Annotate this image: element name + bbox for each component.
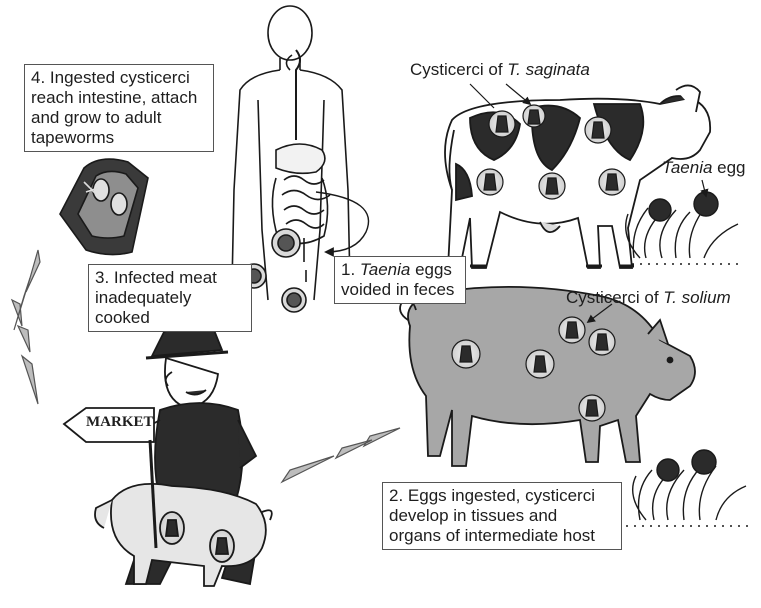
pig-label-species: T. solium [663,288,730,307]
step-4-label: 4. Ingested cysticerci reach intestine, … [24,64,214,152]
step-3-line-1: 3. Infected meat [95,268,245,288]
step-3-line-2: inadequately cooked [95,288,245,328]
step-1-rest: eggs [410,260,452,279]
market-sign-text: MARKET [86,414,154,431]
egg-label-genus: Taenia [662,158,712,177]
step-4-line-3: and grow to adult [31,108,207,128]
cow-label-prefix: Cysticerci of [410,60,507,79]
step-1-genus: Taenia [360,260,410,279]
cow-cysticerci-label: Cysticerci of T. saginata [410,60,590,80]
step-2-label: 2. Eggs ingested, cysticerci develop in … [382,482,622,550]
meat-steak [60,159,148,254]
step-2-line-2: develop in tissues and [389,506,615,526]
cow-label-species: T. saginata [507,60,590,79]
step-4-line-4: tapeworms [31,128,207,148]
step-4-line-1: 4. Ingested cysticerci [31,68,207,88]
pig-label-prefix: Cysticerci of [566,288,663,307]
step-2-line-3: organs of intermediate host [389,526,615,546]
farmer-illustration [95,325,272,586]
step-4-line-2: reach intestine, attach [31,88,207,108]
pig-cysticerci-label: Cysticerci of T. solium [566,288,731,308]
grass-eggs-bottom [626,450,750,526]
grass-eggs-top [626,192,740,264]
step-3-label: 3. Infected meat inadequately cooked [88,264,252,332]
egg-label-rest: egg [712,158,745,177]
step-1-number: 1. [341,260,355,279]
step-1-line-2: voided in feces [341,280,459,300]
step-1-label: 1. Taenia eggs voided in feces [334,256,466,304]
step-2-line-1: 2. Eggs ingested, cysticerci [389,486,615,506]
taenia-egg-label: Taenia egg [662,158,746,178]
